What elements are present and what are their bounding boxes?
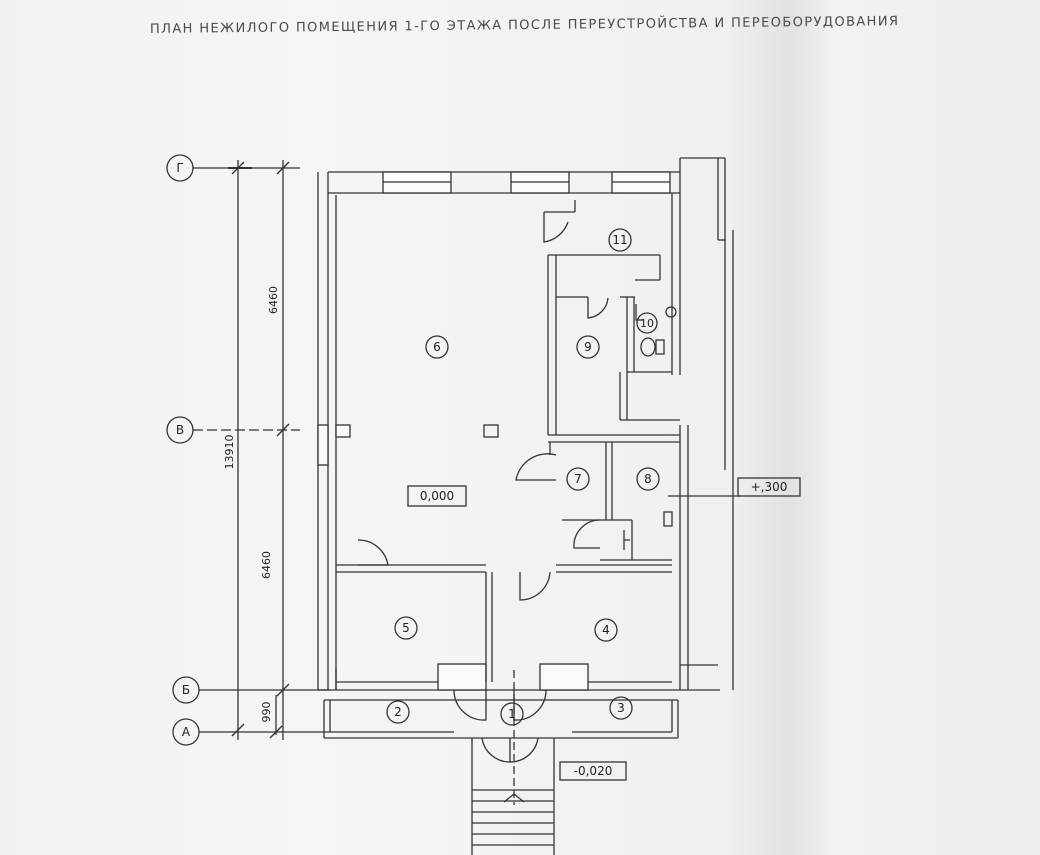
room-circles	[386, 228, 660, 726]
dimension-lower: 6460	[260, 551, 273, 579]
room-number-4: 4	[602, 623, 610, 637]
dimension-porch: 990	[260, 702, 273, 723]
room-number-9: 9	[584, 340, 592, 354]
room-number-7: 7	[574, 472, 582, 486]
level-box-raised	[737, 477, 801, 497]
room-number-2: 2	[394, 705, 402, 719]
room-number-3: 3	[617, 701, 625, 715]
room-number-5: 5	[402, 621, 410, 635]
axis-label-v: В	[176, 423, 184, 437]
level-box-main	[407, 485, 467, 507]
axis-label-a: А	[182, 725, 191, 739]
room-number-1: 1	[508, 707, 516, 721]
stairs	[471, 738, 555, 855]
dimension-total: 13910	[223, 435, 236, 470]
axis-marker-a	[172, 718, 330, 746]
dimension-upper: 6460	[267, 286, 280, 314]
dimension-lines	[231, 160, 290, 740]
porch	[323, 670, 679, 805]
room-number-10: 10	[640, 317, 654, 330]
room-number-8: 8	[644, 472, 652, 486]
door-swings	[357, 212, 630, 601]
level-box-porch	[559, 761, 627, 781]
axis-marker-g	[166, 154, 300, 182]
level-main: 0,000	[420, 489, 454, 503]
axis-label-b: Б	[182, 683, 190, 697]
interior-walls	[336, 200, 680, 682]
axis-label-g: Г	[176, 161, 183, 175]
level-raised: +,300	[751, 480, 788, 494]
axis-marker-b	[172, 676, 330, 704]
outer-walls	[317, 157, 734, 691]
wc-fixtures	[635, 304, 677, 357]
room-number-11: 11	[612, 233, 627, 247]
room-number-6: 6	[433, 340, 441, 354]
level-porch: -0,020	[574, 764, 613, 778]
